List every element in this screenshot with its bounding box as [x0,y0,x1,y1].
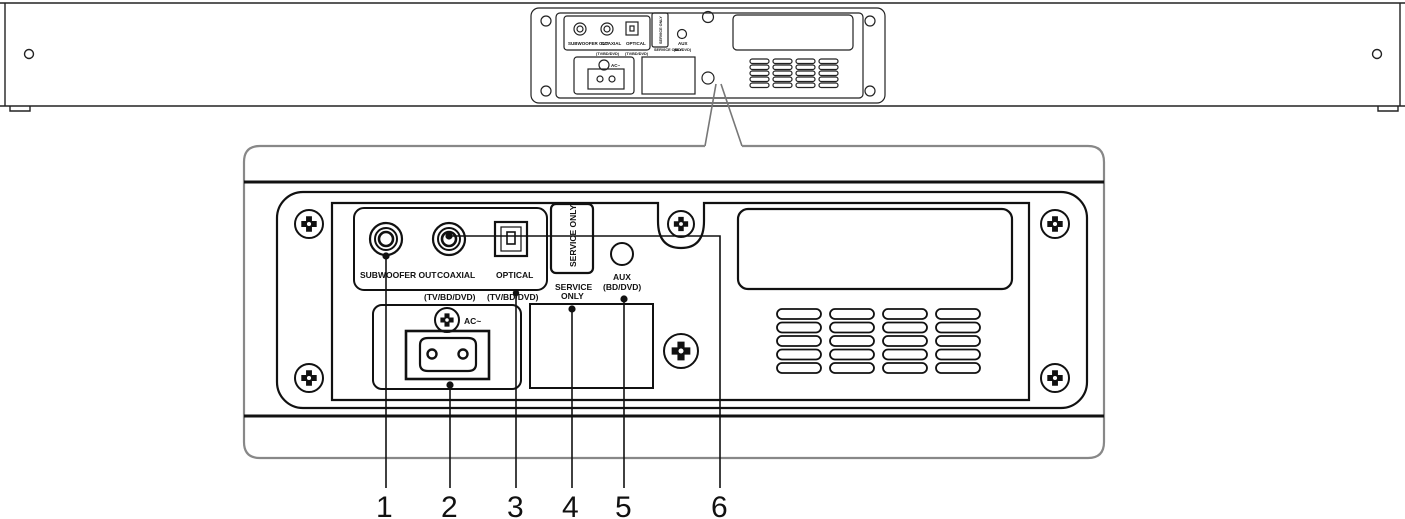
vent-slot [829,321,875,334]
optical-jack [493,220,529,258]
mini-panel-labels: SUBWOOFER OUT COAXIAL OPTICAL (TV/BD/DVD… [568,16,692,68]
vent-slot [882,335,928,347]
vent-slot [829,348,875,361]
subwoofer-out-label: SUBWOOFER OUT [360,270,437,280]
screw-icon [1040,209,1070,239]
vent-slot [829,308,875,320]
soundbar-body [0,2,1405,112]
callout-numbers: 1 2 3 4 5 6 [376,491,728,519]
mini-vent-slot [749,58,770,65]
mini-aux-label: AUX [678,41,688,46]
screw-icon [663,333,699,369]
mini-vent-slot [749,70,770,77]
mini-subwoofer-label: SUBWOOFER OUT [568,41,609,46]
callout-leaders [385,235,721,488]
mini-vent-slot [818,82,839,89]
mini-rear-panel [530,7,886,104]
display-window [736,207,1014,291]
screw-icon [294,363,324,393]
callout-5: 5 [615,491,632,519]
optical-label: OPTICAL [496,270,533,280]
callout-3: 3 [507,491,524,519]
mini-vent-slot [818,64,839,71]
service-port [549,202,595,275]
vent-slot [882,308,928,320]
vent-slot [882,321,928,334]
vent-slot [776,348,822,361]
mini-vent-slot [772,64,793,71]
left-screw-hole [23,48,35,60]
vent-slot [776,362,822,374]
mini-vent-slot [772,76,793,83]
vent-slot [935,335,981,347]
coaxial-sub-label: (TV/BD/DVD) [424,292,476,302]
mini-vent-slot [749,76,770,83]
service-label-line1: SERVICE [555,282,592,292]
screw-icon [434,307,460,333]
ac-label: AC~ [464,316,481,326]
vent-slot [935,321,981,334]
aux-label: AUX [613,272,631,282]
vent-slot [882,362,928,374]
callout-dots [382,232,628,389]
vent-slot [829,362,875,374]
mini-vent-slot [795,64,816,71]
blank-cover-plate [529,303,654,389]
mini-optical-label: OPTICAL [626,41,646,46]
mini-vent-slot [818,70,839,77]
subwoofer-out-jack [368,221,404,257]
ac-inlet [372,304,522,390]
mini-vent-slot [818,76,839,83]
corner-screws [294,209,1070,393]
vent-slot [935,348,981,361]
mini-service-vertical-label: SERVICE ONLY [659,16,663,44]
right-screw-hole [1371,48,1383,60]
aux-jack [610,242,634,266]
mini-vent-slot [818,58,839,65]
callout-1: 1 [376,491,393,519]
optical-sub-label: (TV/BD/DVD) [487,292,539,302]
mini-vent-slot [772,70,793,77]
vent-slot [829,335,875,347]
mini-coaxial-label: COAXIAL [601,41,622,46]
mini-vent-slot [795,58,816,65]
vent-slot [776,321,822,334]
mini-aux-sub-label: (BD/DVD) [674,48,692,52]
mini-vent-slot [772,58,793,65]
mini-vent-slot [772,82,793,89]
vent-slot [935,362,981,374]
connector-box [353,207,548,291]
zoom-pointer [704,83,743,147]
service-label-line2: ONLY [561,291,584,301]
screw-icon [667,210,695,238]
mini-vent-slot [749,82,770,89]
aux-sub-label: (BD/DVD) [603,282,641,292]
callout-2: 2 [441,491,458,519]
zoomed-panel [242,144,1106,460]
callout-6: 6 [711,491,728,519]
screw-icon [1040,363,1070,393]
mini-coaxial-sub-label: (TV/BD/DVD) [596,52,620,56]
mini-ac-label: AC~ [611,63,620,68]
mini-vent-slot [749,64,770,71]
coaxial-jack [431,221,467,257]
vent-slot [935,308,981,320]
vent-slot [776,335,822,347]
mini-optical-sub-label: (TV/BD/DVD) [625,52,649,56]
mini-service-label: SERVICE ONLY [654,48,682,52]
mini-vent-slot [795,82,816,89]
vent-slot [776,308,822,320]
vent-grille [776,308,981,374]
vent-slot [882,348,928,361]
callout-4: 4 [562,491,579,519]
mini-vent-slot [795,70,816,77]
screw-icon [294,209,324,239]
coaxial-label: COAXIAL [437,270,475,280]
mini-vent-slot [795,76,816,83]
